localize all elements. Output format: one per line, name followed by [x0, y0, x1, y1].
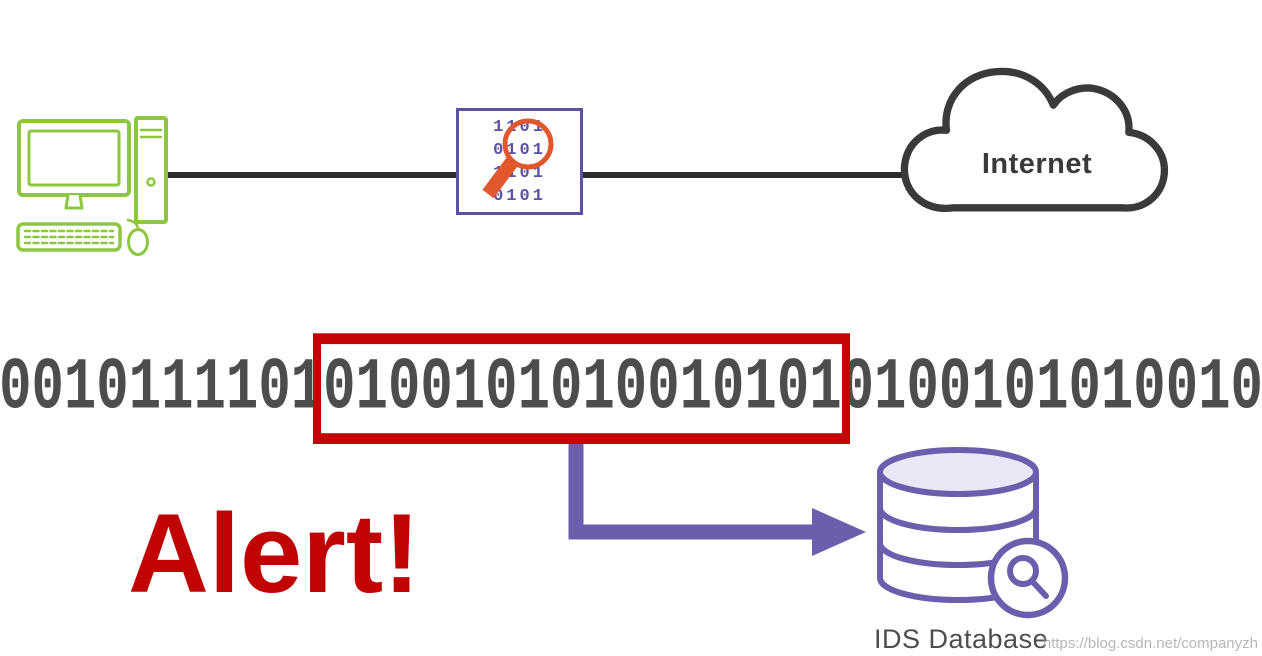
alert-label: Alert!: [128, 491, 421, 616]
computer-icon: [16, 116, 168, 256]
stream-suffix: 0100101010010: [841, 348, 1262, 431]
db-search-icon: [987, 537, 1069, 619]
db-connector-arrow: [568, 444, 866, 556]
network-line-right: [580, 172, 908, 178]
internet-label: Internet: [981, 148, 1093, 180]
ids-database-label: IDS Database: [874, 624, 1049, 654]
magnifier-icon: [482, 118, 554, 199]
database-icon: [877, 447, 1069, 619]
highlighted-packet: 0100101010010101: [313, 333, 850, 444]
stream-prefix: 0010111101: [0, 348, 324, 431]
sensor-binary-row: 0101: [493, 186, 546, 206]
watermark: https://blog.csdn.net/companyzh: [1042, 635, 1258, 652]
network-line-left: [160, 172, 460, 178]
internet-cloud-icon: [900, 67, 1169, 213]
highlighted-packet-bits: 0100101010010101: [323, 348, 842, 431]
